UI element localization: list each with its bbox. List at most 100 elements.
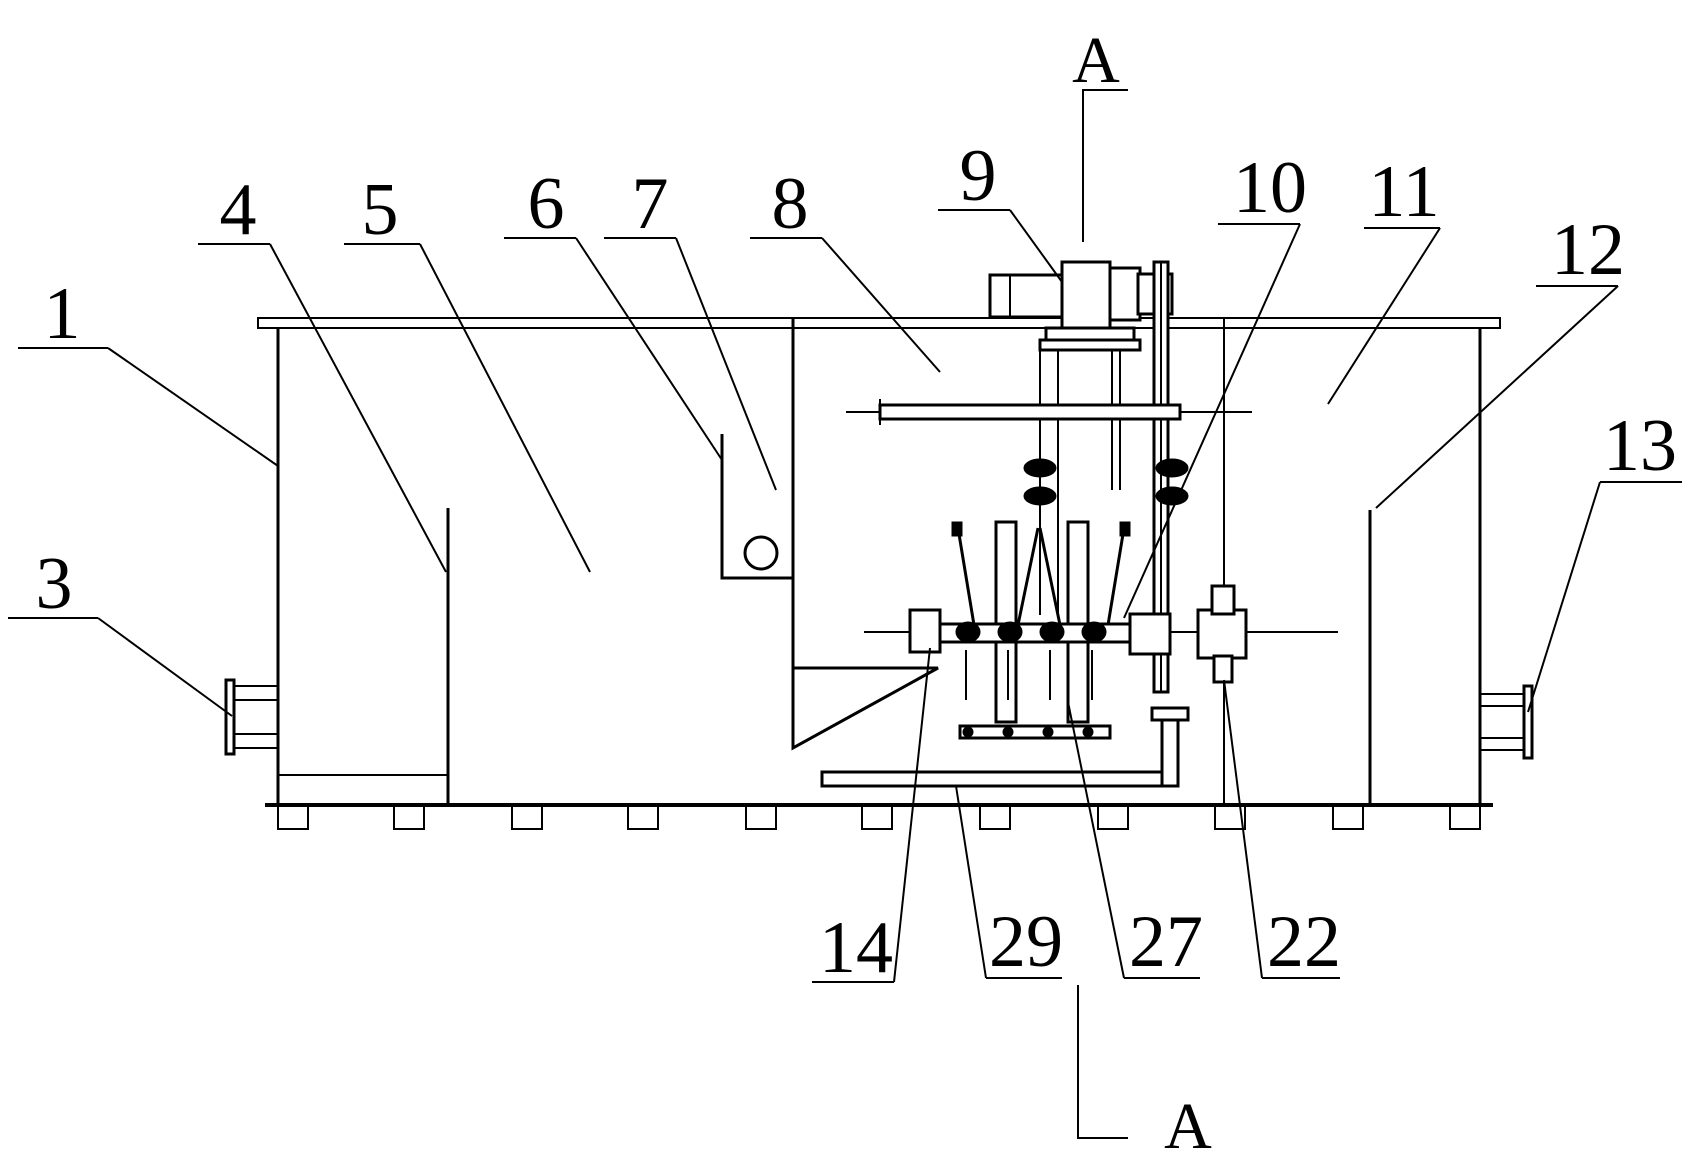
foot xyxy=(277,804,309,830)
callout-6-leader xyxy=(575,237,723,461)
callout-7-leader xyxy=(675,237,777,491)
support-feet xyxy=(277,804,1481,830)
callout-27: 27 xyxy=(1129,901,1203,983)
linkage-arm xyxy=(1016,527,1040,626)
pin xyxy=(1082,726,1094,738)
callout-12-leader xyxy=(1375,285,1619,509)
callout-1-leader xyxy=(107,347,279,467)
foot xyxy=(979,804,1011,830)
callout-11: 11 xyxy=(1368,151,1439,233)
callout-11-leader xyxy=(1327,227,1441,405)
top-rim-plate xyxy=(257,317,1501,329)
foot xyxy=(1449,804,1481,830)
bottom-pipe-riser xyxy=(1160,714,1180,788)
pin xyxy=(1002,726,1014,738)
tank-body xyxy=(257,317,1501,830)
bearing xyxy=(1155,486,1189,506)
callout-3: 3 xyxy=(36,543,73,625)
upper-shaft xyxy=(846,399,1252,425)
foot xyxy=(861,804,893,830)
callout-4-leader xyxy=(269,243,447,573)
callout-10: 10 xyxy=(1233,147,1307,229)
bottom-pipe-body xyxy=(820,770,1164,788)
brush-head xyxy=(997,621,1023,643)
callout-29-leader xyxy=(955,785,987,979)
bearing-housing-22 xyxy=(1210,584,1236,616)
inlet-pipe xyxy=(231,685,279,749)
foot xyxy=(1097,804,1129,830)
bottom-pipe xyxy=(820,706,1190,788)
brush-plate xyxy=(994,520,1018,724)
brush-plates xyxy=(994,520,1090,724)
brush-bristles xyxy=(965,650,1093,700)
outlet-flange xyxy=(1479,684,1534,760)
section-mark-top: A xyxy=(1072,24,1120,97)
coupling xyxy=(1108,266,1142,322)
bottom-pipe-cap xyxy=(1150,706,1190,722)
overflow-hole xyxy=(743,535,779,571)
callout-29: 29 xyxy=(989,901,1063,983)
partitions xyxy=(446,318,1372,805)
callout-10-leader xyxy=(1123,223,1301,619)
linkage-arm xyxy=(956,527,976,626)
brush-head xyxy=(955,621,981,643)
inlet-flange xyxy=(224,678,279,756)
section-line-a: A A xyxy=(1072,24,1212,1163)
lower-chain-bar xyxy=(958,724,1112,740)
callout-22: 22 xyxy=(1267,901,1341,983)
bearing-block-14 xyxy=(908,608,942,654)
bearings xyxy=(1023,458,1189,506)
callout-3-leader xyxy=(97,617,233,717)
linkage-arm xyxy=(1106,527,1126,626)
pin xyxy=(962,726,974,738)
brush-plate xyxy=(1066,520,1090,724)
callout-7: 7 xyxy=(632,163,669,245)
brush-head xyxy=(1039,621,1065,643)
arm-pin xyxy=(1119,521,1131,537)
foot xyxy=(511,804,543,830)
foot xyxy=(627,804,659,830)
callout-12: 12 xyxy=(1551,209,1625,291)
pin xyxy=(1042,726,1054,738)
partition-6 xyxy=(720,434,793,580)
drive-motor-assembly xyxy=(988,260,1174,352)
arm-pin xyxy=(951,521,963,537)
callout-9-leader xyxy=(1009,209,1063,283)
callout-5-leader xyxy=(419,243,591,573)
brush-heads xyxy=(955,621,1107,643)
section-line-bottom xyxy=(1077,985,1128,1139)
foot xyxy=(745,804,777,830)
callout-5: 5 xyxy=(362,169,399,251)
callout-4: 4 xyxy=(220,169,257,251)
callout-13: 13 xyxy=(1603,405,1677,487)
main-shaft-hub xyxy=(1128,612,1172,656)
motor-mount xyxy=(1038,338,1142,352)
foot xyxy=(1332,804,1364,830)
callout-6: 6 xyxy=(528,163,565,245)
outlet-pipe xyxy=(1479,693,1527,751)
callout-22-leader xyxy=(1223,679,1263,979)
section-mark-bottom: A xyxy=(1164,1090,1212,1163)
callouts: 1 3 4 5 6 7 8 9 10 1 xyxy=(8,135,1682,989)
inlet-flange-plate xyxy=(224,678,236,756)
callout-1: 1 xyxy=(44,273,81,355)
callout-9: 9 xyxy=(960,135,997,217)
gearbox xyxy=(1060,260,1112,330)
main-shaft-collar xyxy=(1196,608,1248,660)
foot xyxy=(1214,804,1246,830)
bearing xyxy=(1023,486,1057,506)
motor-body xyxy=(988,273,1066,319)
callout-14-leader xyxy=(893,647,931,983)
bearing-housing-22-lower xyxy=(1212,654,1234,684)
callout-14: 14 xyxy=(819,907,893,989)
callout-27-leader xyxy=(1067,701,1125,979)
sloped-chute xyxy=(791,666,939,751)
upper-shaft-body xyxy=(878,403,1182,421)
linkage-arms xyxy=(951,521,1131,626)
section-line-top xyxy=(1082,89,1128,242)
bearing xyxy=(1023,458,1057,478)
callout-8-leader xyxy=(821,237,941,373)
callout-13-leader xyxy=(1527,481,1601,713)
foot xyxy=(393,804,425,830)
